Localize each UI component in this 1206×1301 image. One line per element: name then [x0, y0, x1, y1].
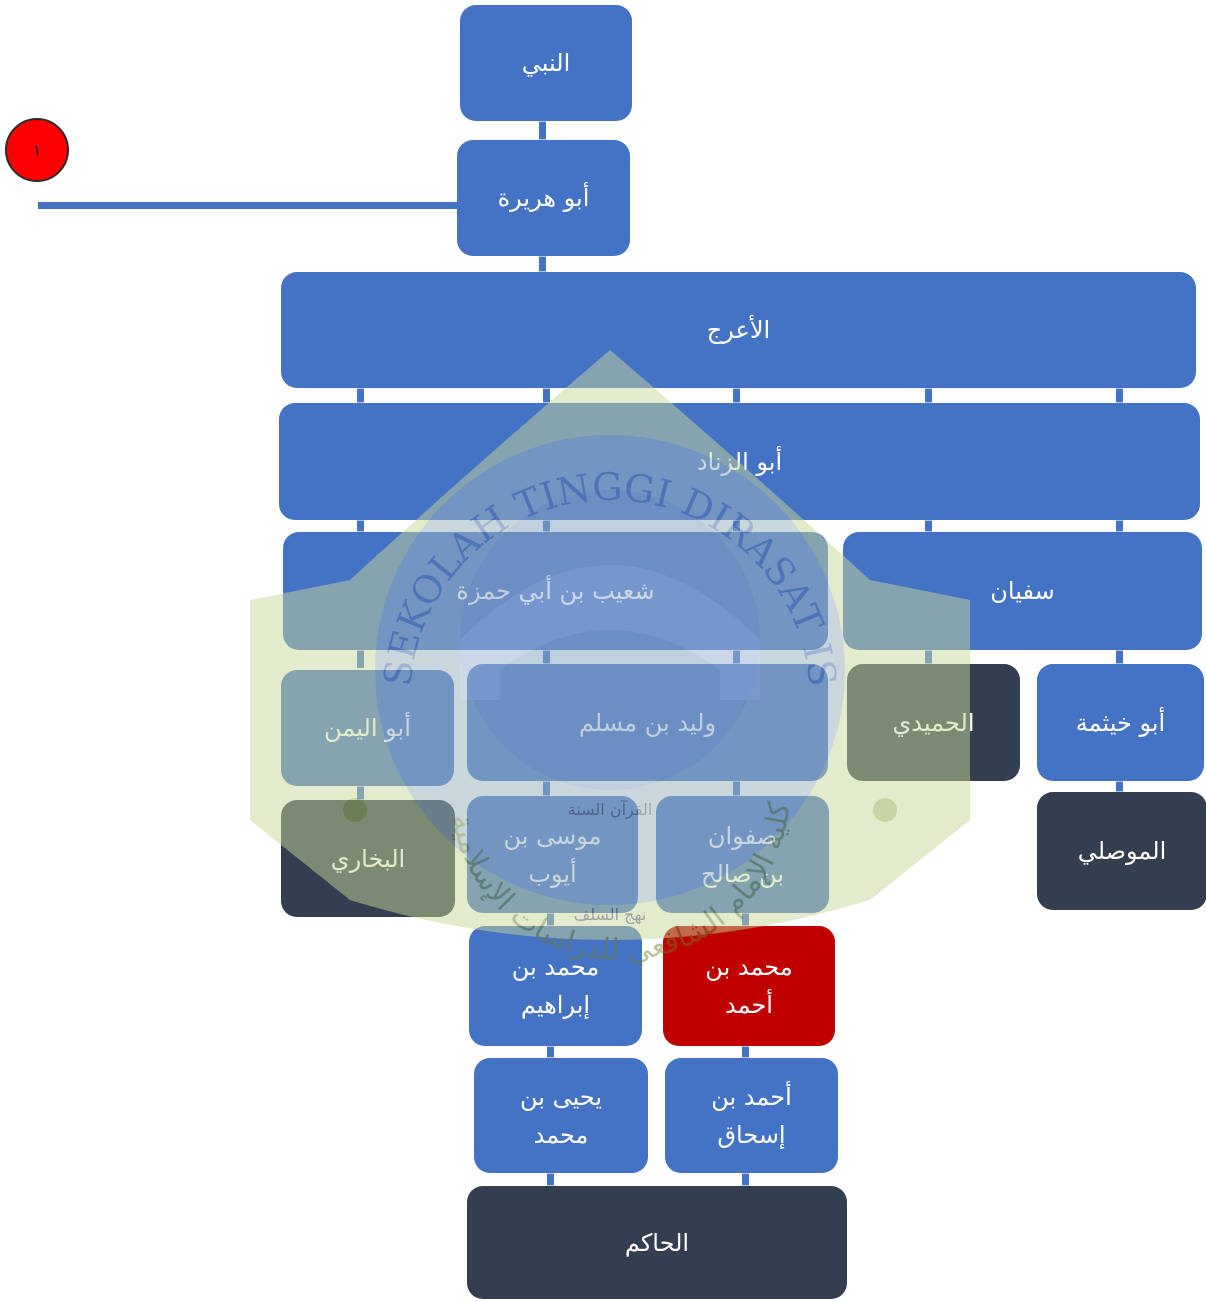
node-abu-khaithamah: أبو خيثمة — [1037, 664, 1204, 781]
node-muhammad-ahmad: محمد بن أحمد — [663, 926, 835, 1046]
pointer-line — [38, 202, 462, 209]
node-humaidi: الحميدي — [847, 664, 1020, 781]
node-shuaib: شعيب بن أبي حمزة — [283, 532, 828, 650]
node-aaraj: الأعرج — [281, 272, 1196, 388]
connector-line — [543, 386, 550, 406]
connector-line — [543, 648, 550, 668]
connector-line — [547, 1044, 554, 1064]
connector-line — [1116, 518, 1123, 535]
node-bukhari: البخاري — [281, 800, 455, 917]
connector-line — [733, 518, 740, 535]
connector-line — [733, 386, 740, 406]
connector-line — [1116, 386, 1123, 406]
node-hakim: الحاكم — [467, 1186, 847, 1299]
watermark-flower-icon — [873, 798, 897, 822]
connector-line — [539, 118, 546, 144]
connector-line — [925, 518, 932, 535]
node-muhammad-ibrahim: محمد بن إبراهيم — [469, 926, 642, 1046]
node-nabi: النبي — [460, 5, 632, 121]
node-abu-hurairah: أبو هريرة — [457, 140, 630, 256]
node-sufyan: سفيان — [843, 532, 1202, 650]
connector-line — [547, 1170, 554, 1190]
node-yahya: يحيى بن محمد — [474, 1058, 648, 1173]
connector-line — [742, 1170, 749, 1190]
node-walid: وليد بن مسلم — [467, 664, 828, 781]
marker-one: ١ — [5, 118, 69, 182]
connector-line — [733, 780, 740, 800]
node-musa: موسى بن أيوب — [467, 796, 638, 913]
node-safwan: صفوان بن صالح — [656, 796, 829, 913]
connector-line — [357, 780, 364, 800]
connector-line — [742, 912, 749, 928]
connector-line — [357, 386, 364, 406]
connector-line — [543, 780, 550, 800]
node-ahmad-ishaq: أحمد بن إسحاق — [665, 1058, 838, 1173]
connector-line — [925, 386, 932, 406]
connector-line — [547, 912, 554, 928]
node-mausili: الموصلي — [1037, 792, 1206, 910]
connector-line — [539, 254, 546, 274]
connector-line — [742, 1044, 749, 1064]
connector-line — [925, 648, 932, 668]
connector-line — [733, 648, 740, 668]
connector-line — [543, 518, 550, 535]
node-abu-yaman: أبو اليمن — [281, 670, 454, 786]
node-abu-zinad: أبو الزناد — [279, 403, 1200, 520]
connector-line — [1116, 648, 1123, 668]
connector-line — [357, 518, 364, 535]
connector-line — [357, 648, 364, 668]
connector-line — [1116, 780, 1123, 800]
